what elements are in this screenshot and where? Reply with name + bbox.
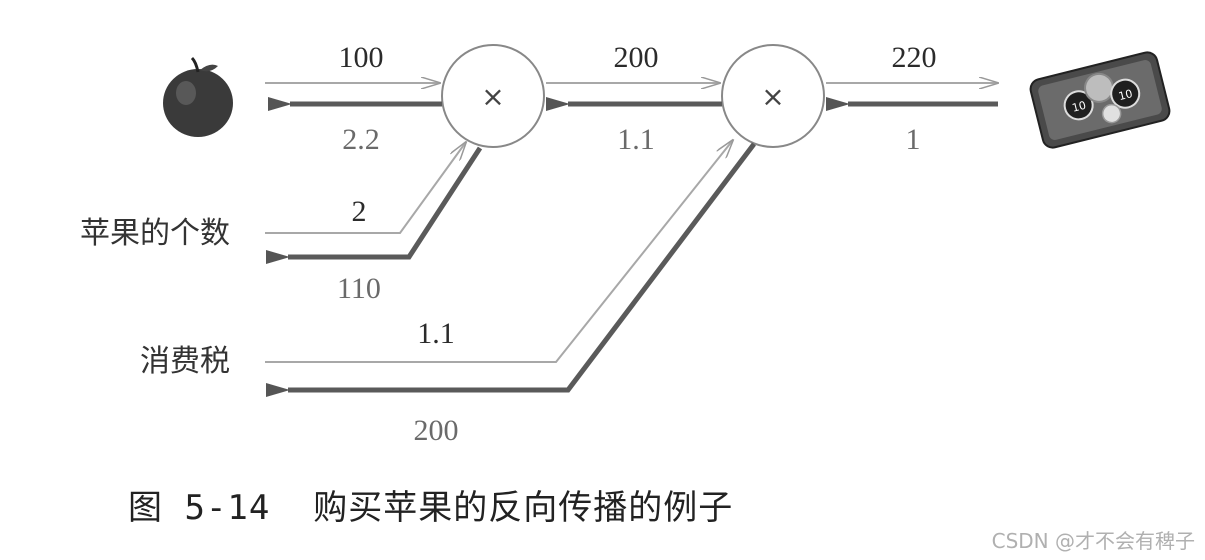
forward-value-apple-total: 200 (614, 41, 659, 74)
forward-value-final: 220 (892, 41, 937, 74)
label-apple-count: 苹果的个数 (80, 216, 230, 251)
backward-value-apple-count: 110 (337, 272, 381, 305)
backward-value-apple-total: 1.1 (617, 123, 655, 156)
backprop-diagram: 10 10 × × 100 200 220 2 1.1 2.2 1.1 1 11… (0, 0, 1205, 470)
forward-arrow-tax (265, 140, 733, 362)
forward-value-apple-price: 100 (339, 41, 384, 74)
forward-value-apple-count: 2 (352, 195, 367, 228)
backward-value-final: 1 (906, 123, 921, 156)
backward-arrow-tax (288, 144, 754, 390)
backward-arrow-apple-count (288, 148, 480, 257)
forward-value-tax: 1.1 (417, 317, 455, 350)
backward-value-tax: 200 (414, 414, 459, 447)
watermark: CSDN @才不会有稗子 (992, 525, 1195, 554)
backward-value-apple-price: 2.2 (342, 123, 380, 156)
multiply-node-2: × (722, 45, 824, 147)
apple-icon (163, 58, 233, 137)
label-tax: 消费税 (140, 344, 230, 379)
svg-text:×: × (761, 80, 784, 113)
multiply-node-1: × (442, 45, 544, 147)
coin-tray-icon: 10 10 (1028, 50, 1171, 149)
svg-text:×: × (481, 80, 504, 113)
figure-caption: 图 5-14 购买苹果的反向传播的例子 (128, 480, 733, 529)
